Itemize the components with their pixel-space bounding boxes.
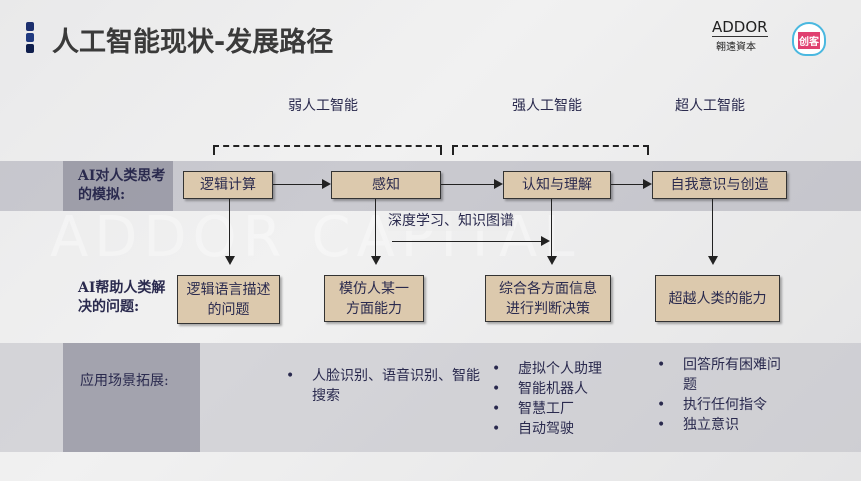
arrowhead <box>371 256 381 265</box>
arrow <box>273 184 323 185</box>
path-note: 深度学习、知识图谱 <box>388 212 514 231</box>
apps-col2: 虚拟个人助理 智能机器人 智慧工厂 自动驾驶 <box>518 359 602 439</box>
row1-label: AI对人类思考的模拟: <box>78 168 166 203</box>
title-bar-deco <box>26 22 34 31</box>
stage-strong: 强人工智能 <box>512 98 582 114</box>
arrow <box>375 199 376 256</box>
list-item: 执行任何指令 <box>683 395 788 415</box>
list-item: 智能机器人 <box>518 379 602 399</box>
apps-label: 应用场景拓展: <box>80 373 169 389</box>
box-logic-language: 逻辑语言描述的问题 <box>177 275 280 324</box>
stage-weak: 弱人工智能 <box>288 98 358 114</box>
box-imitate: 模仿人某一方面能力 <box>324 275 424 322</box>
arrowhead <box>643 179 652 189</box>
arrowhead <box>547 256 557 265</box>
list-item: 人脸识别、语音识别、智能搜索 <box>312 366 482 406</box>
box-cognition: 认知与理解 <box>503 171 611 199</box>
arrow <box>611 184 644 185</box>
box-self-awareness: 自我意识与创造 <box>652 171 787 199</box>
apps-col3: 回答所有困难问题 执行任何指令 独立意识 <box>683 355 788 435</box>
title-bar-deco <box>26 44 34 53</box>
row1-label-bg <box>63 161 173 211</box>
list-item: 独立意识 <box>683 415 788 435</box>
arrow <box>441 184 495 185</box>
list-item: 回答所有困难问题 <box>683 355 788 395</box>
arrowhead <box>225 256 235 265</box>
arrow <box>392 241 542 242</box>
arrow <box>551 199 552 256</box>
addor-logo-sub: 翱遠資本 <box>716 42 756 53</box>
arrowhead <box>494 179 503 189</box>
weak-bracket <box>213 145 442 155</box>
list-item: 自动驾驶 <box>518 419 602 439</box>
arrowhead <box>708 256 718 265</box>
row2-label: AI帮助人类解决的问题: <box>78 280 166 315</box>
stage-super: 超人工智能 <box>675 98 745 114</box>
box-beyond-human: 超越人类的能力 <box>655 275 780 322</box>
arrow <box>229 199 230 256</box>
box-perception: 感知 <box>331 171 441 199</box>
chuangke-logo: 创客 <box>792 22 826 56</box>
strong-bracket <box>452 145 649 155</box>
arrow <box>712 199 713 256</box>
addor-logo: ADDOR <box>712 18 768 37</box>
box-logic-compute: 逻辑计算 <box>183 171 273 199</box>
page-title: 人工智能现状-发展路径 <box>52 27 334 58</box>
box-decision: 综合各方面信息进行判断决策 <box>485 275 611 322</box>
arrowhead <box>541 236 550 246</box>
apps-label-bg <box>63 343 200 452</box>
arrowhead <box>322 179 331 189</box>
apps-col1: 人脸识别、语音识别、智能搜索 <box>312 366 482 406</box>
list-item: 智慧工厂 <box>518 399 602 419</box>
list-item: 虚拟个人助理 <box>518 359 602 379</box>
title-bar-deco <box>26 33 34 42</box>
